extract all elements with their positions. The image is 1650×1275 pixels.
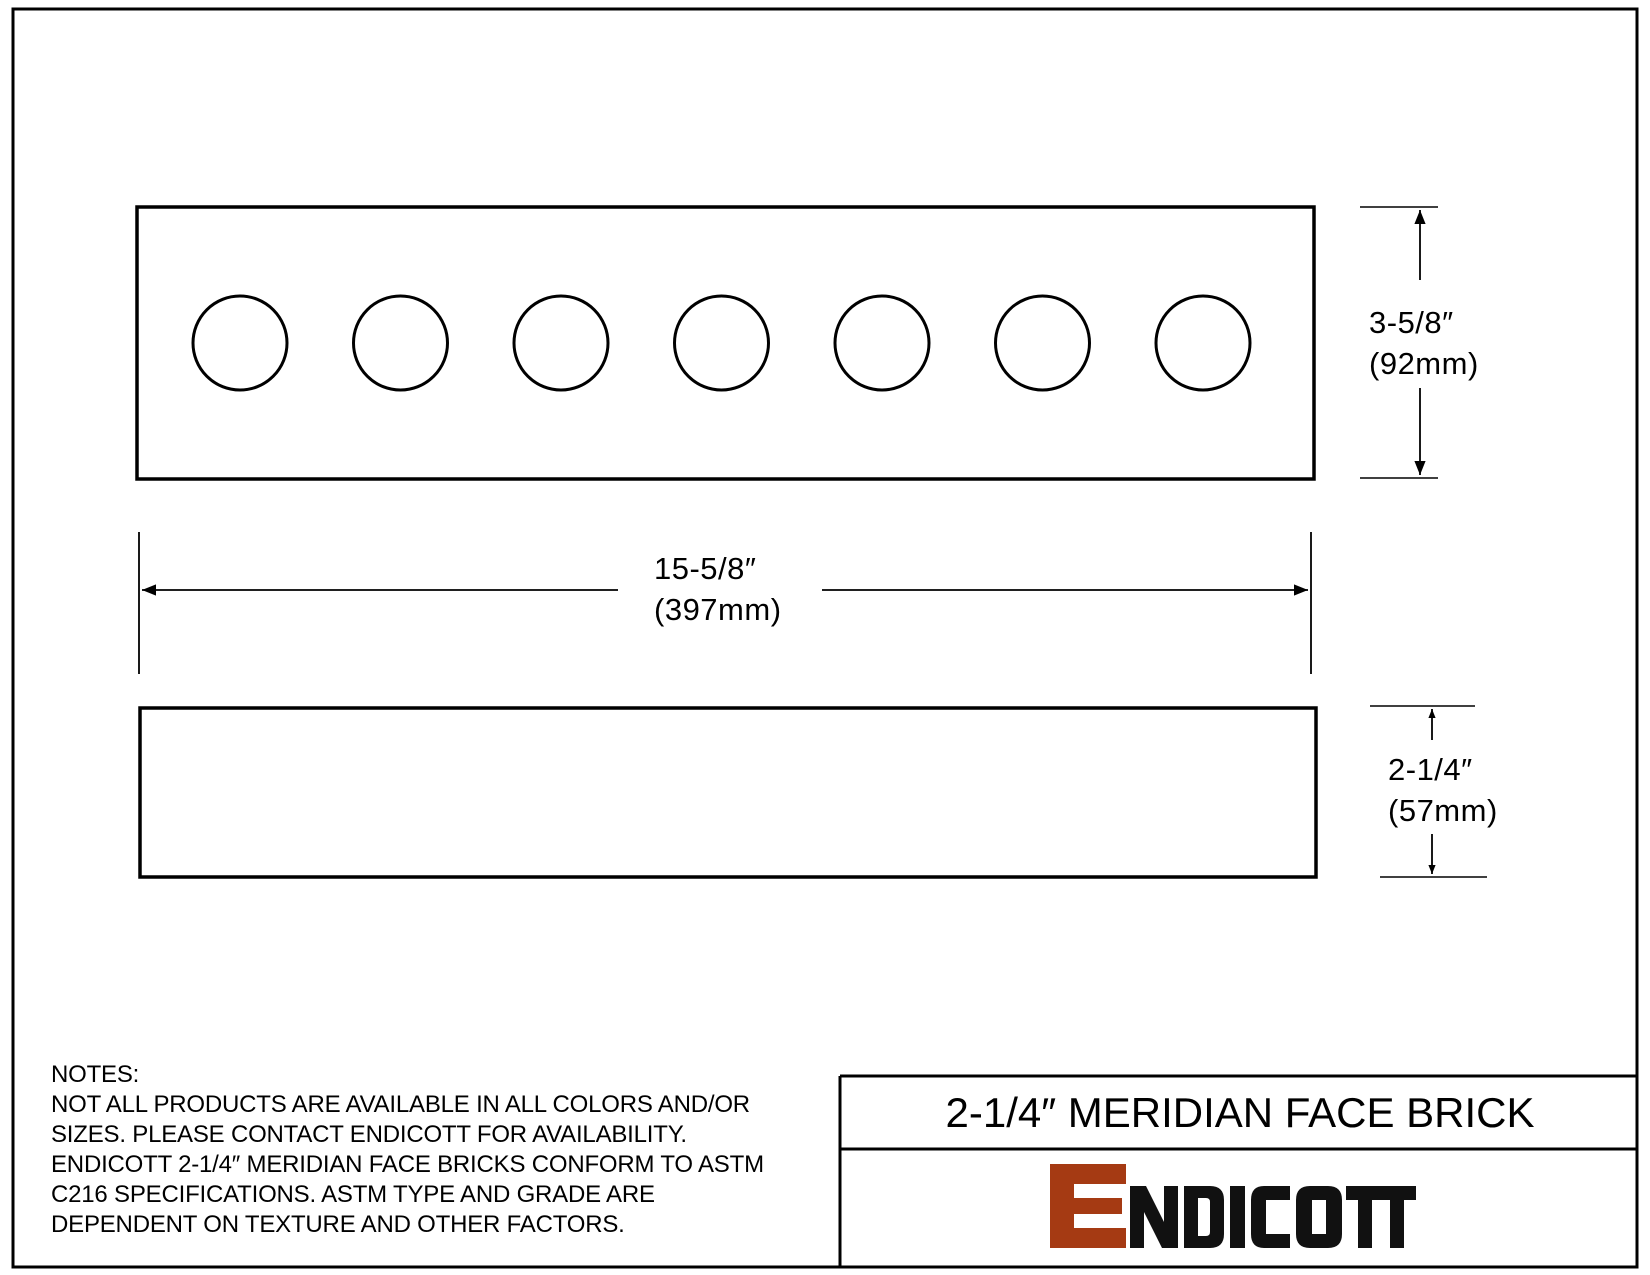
logo-letter-d [1184, 1186, 1224, 1248]
notes-line: ENDICOTT 2-1/4″ MERIDIAN FACE BRICKS CON… [51, 1151, 764, 1178]
endicott-logo [1050, 1164, 1416, 1248]
logo-letter-o [1296, 1186, 1342, 1248]
length-label: 15-5/8″ (397mm) [654, 548, 782, 630]
notes-line: C216 SPECIFICATIONS. ASTM TYPE AND GRADE… [51, 1181, 655, 1208]
notes-line: SIZES. PLEASE CONTACT ENDICOTT FOR AVAIL… [51, 1121, 687, 1148]
logo-letter-i [1230, 1186, 1245, 1248]
front-height-label: 3-5/8″ (92mm) [1369, 302, 1479, 384]
brick-front-view [135, 205, 1316, 481]
notes: NOTES: NOT ALL PRODUCTS ARE AVAILABLE IN… [51, 1060, 821, 1240]
notes-line: DEPENDENT ON TEXTURE AND OTHER FACTORS. [51, 1211, 625, 1238]
sheet-border [11, 7, 1639, 1269]
logo-e-mark [1050, 1164, 1126, 1248]
drawing-title: 2-1/4″ MERIDIAN FACE BRICK [945, 1089, 1535, 1136]
height-dimension-side [1370, 705, 1487, 878]
notes-heading: NOTES: [51, 1061, 140, 1088]
length-dimension [138, 532, 1312, 674]
logo-letter-n [1130, 1186, 1178, 1248]
core-hole [352, 294, 449, 392]
core-hole [512, 294, 610, 392]
core-hole [833, 294, 931, 392]
core-hole [1154, 294, 1252, 392]
logo-letter-t [1346, 1186, 1384, 1248]
side-height-metric: (57mm) [1388, 793, 1498, 828]
notes-line: NOT ALL PRODUCTS ARE AVAILABLE IN ALL CO… [51, 1091, 750, 1118]
logo-letter-t [1378, 1186, 1416, 1248]
logo-letter-c [1251, 1186, 1290, 1248]
core-hole [191, 294, 289, 392]
front-height-metric: (92mm) [1369, 346, 1479, 381]
brick-side-view [138, 706, 1318, 879]
core-hole [673, 294, 770, 392]
side-height-label: 2-1/4″ (57mm) [1388, 749, 1498, 831]
length-metric: (397mm) [654, 592, 782, 627]
length-imperial: 15-5/8″ [654, 551, 757, 586]
height-dimension-front [1360, 206, 1438, 479]
front-height-imperial: 3-5/8″ [1369, 305, 1454, 340]
side-height-imperial: 2-1/4″ [1388, 752, 1473, 787]
core-hole [994, 294, 1091, 392]
title-block [838, 1074, 1637, 1267]
core-holes [191, 294, 1252, 392]
